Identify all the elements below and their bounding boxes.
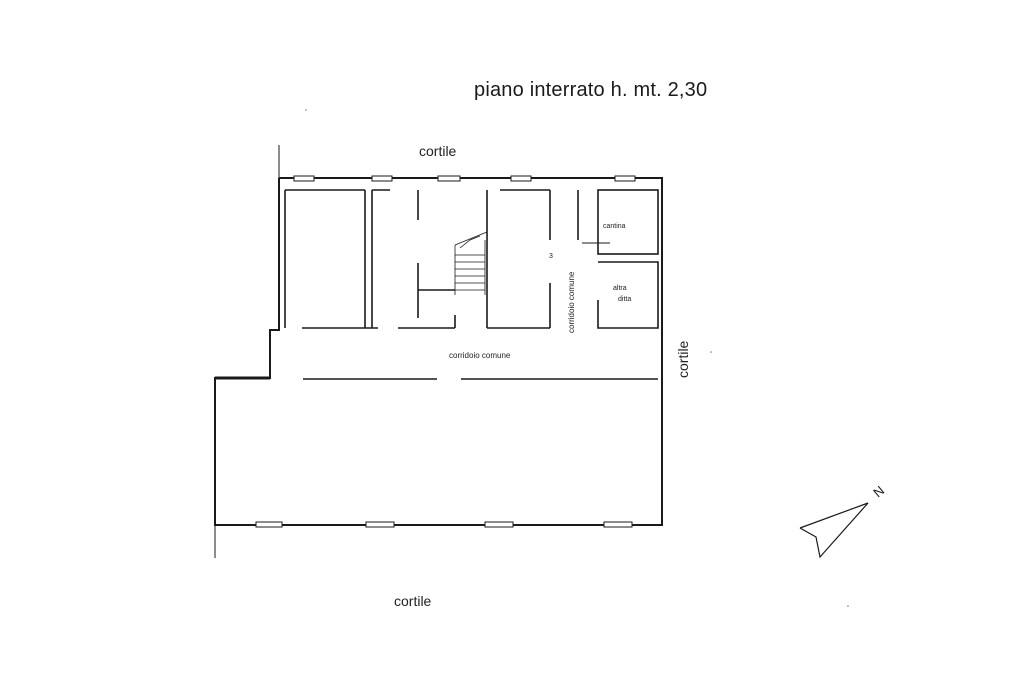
corridor-label-main: corridoio comune xyxy=(449,351,511,360)
altra-label-line2: ditta xyxy=(618,296,632,303)
exterior-walls xyxy=(214,145,663,558)
courtyard-label-bottom: cortile xyxy=(394,593,432,609)
bottom-windows xyxy=(255,521,633,528)
interior-walls xyxy=(284,189,659,380)
plan-title: piano interrato h. mt. 2,30 xyxy=(474,79,708,101)
specks xyxy=(305,109,849,607)
room-number-label: 3 xyxy=(549,253,553,260)
north-arrow-icon xyxy=(799,502,869,559)
altra-label-line1: altra xyxy=(613,285,627,292)
staircase xyxy=(454,231,488,295)
corridor-label-vertical: corridoio comune xyxy=(567,271,576,333)
top-windows xyxy=(293,175,636,182)
courtyard-label-top: cortile xyxy=(419,143,457,159)
cantina-label: cantina xyxy=(603,223,626,230)
courtyard-label-right: cortile xyxy=(675,340,691,378)
